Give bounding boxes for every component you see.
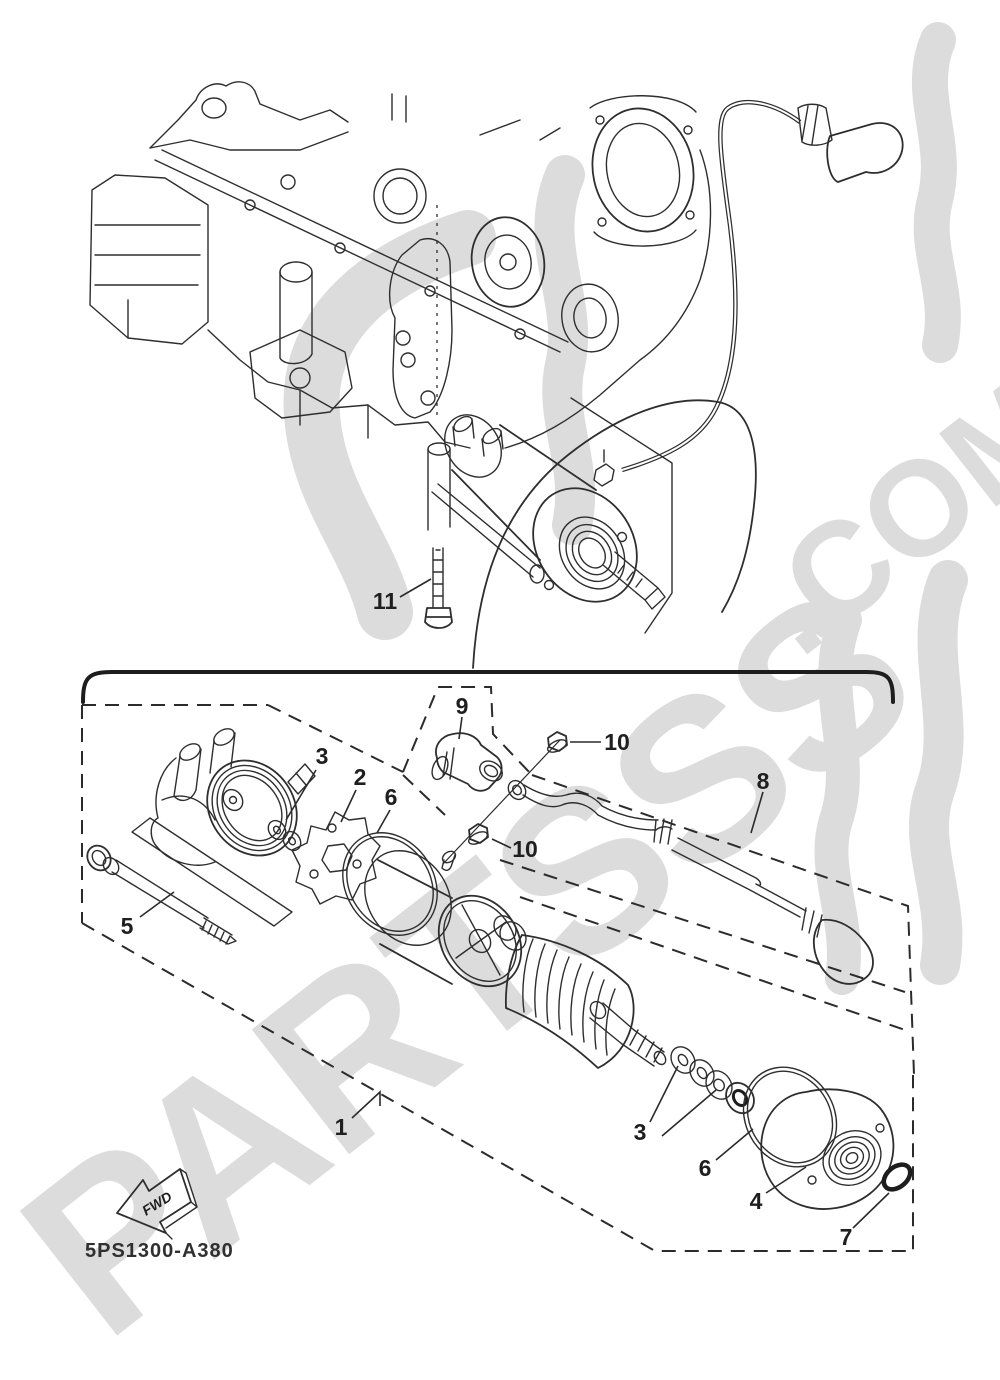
dashed-outlines xyxy=(81,686,915,1252)
callout-6a: 6 xyxy=(385,784,398,810)
brush-plate-2-drawing xyxy=(291,811,381,905)
callout-7: 7 xyxy=(840,1224,853,1250)
o-ring-7-drawing xyxy=(881,1162,913,1192)
slide-plate-drawing xyxy=(131,817,293,927)
o-ring-6b-drawing xyxy=(742,1066,838,1168)
callout-6b: 6 xyxy=(699,1155,712,1181)
detail-box-border xyxy=(81,670,895,704)
detail-balloon-and-frame xyxy=(81,399,895,704)
rear-bracket-4-drawing xyxy=(760,1088,895,1210)
terminal-boot-9-drawing xyxy=(431,732,503,792)
callout-1: 1 xyxy=(335,1114,348,1140)
callout-2: 2 xyxy=(354,764,367,790)
callout-numbers: 11 9 10 10 8 3 2 6 5 1 3 6 4 7 xyxy=(121,588,853,1250)
callout-3a: 3 xyxy=(316,743,329,769)
callout-4: 4 xyxy=(750,1188,763,1214)
callout-8: 8 xyxy=(757,768,770,794)
front-bracket-drawing xyxy=(150,728,302,866)
callout-5: 5 xyxy=(121,913,134,939)
engine-crankcase-drawing xyxy=(89,81,712,449)
starter-cable-top-drawing xyxy=(621,100,904,473)
callout-11: 11 xyxy=(373,588,398,614)
callout-10b: 10 xyxy=(512,836,538,862)
watermark-swoosh-icon xyxy=(908,560,968,985)
callout-leaders xyxy=(139,578,890,1229)
watermark-swoosh-icon xyxy=(534,155,596,545)
part-code-text: 5PS1300-A380 xyxy=(85,1240,234,1262)
watermark-swoosh-icon xyxy=(814,603,862,995)
starter-motor-assembled-drawing xyxy=(427,397,673,634)
brush-3-drawing xyxy=(287,763,316,795)
through-bolt-5-drawing xyxy=(86,844,237,945)
callout-9: 9 xyxy=(456,693,469,719)
starter-cable-8-drawing xyxy=(507,779,874,985)
callout-10a: 10 xyxy=(604,729,630,755)
cable-boot-drawing xyxy=(826,122,904,183)
watermark-swoosh-icon xyxy=(911,22,961,363)
terminal-nuts-10-drawing xyxy=(467,731,568,845)
mounting-bolt-11-drawing xyxy=(424,547,453,629)
shim-washers-3-drawing xyxy=(670,1046,755,1115)
callout-3b: 3 xyxy=(634,1119,647,1145)
yoke-armature-drawing xyxy=(364,739,667,1069)
